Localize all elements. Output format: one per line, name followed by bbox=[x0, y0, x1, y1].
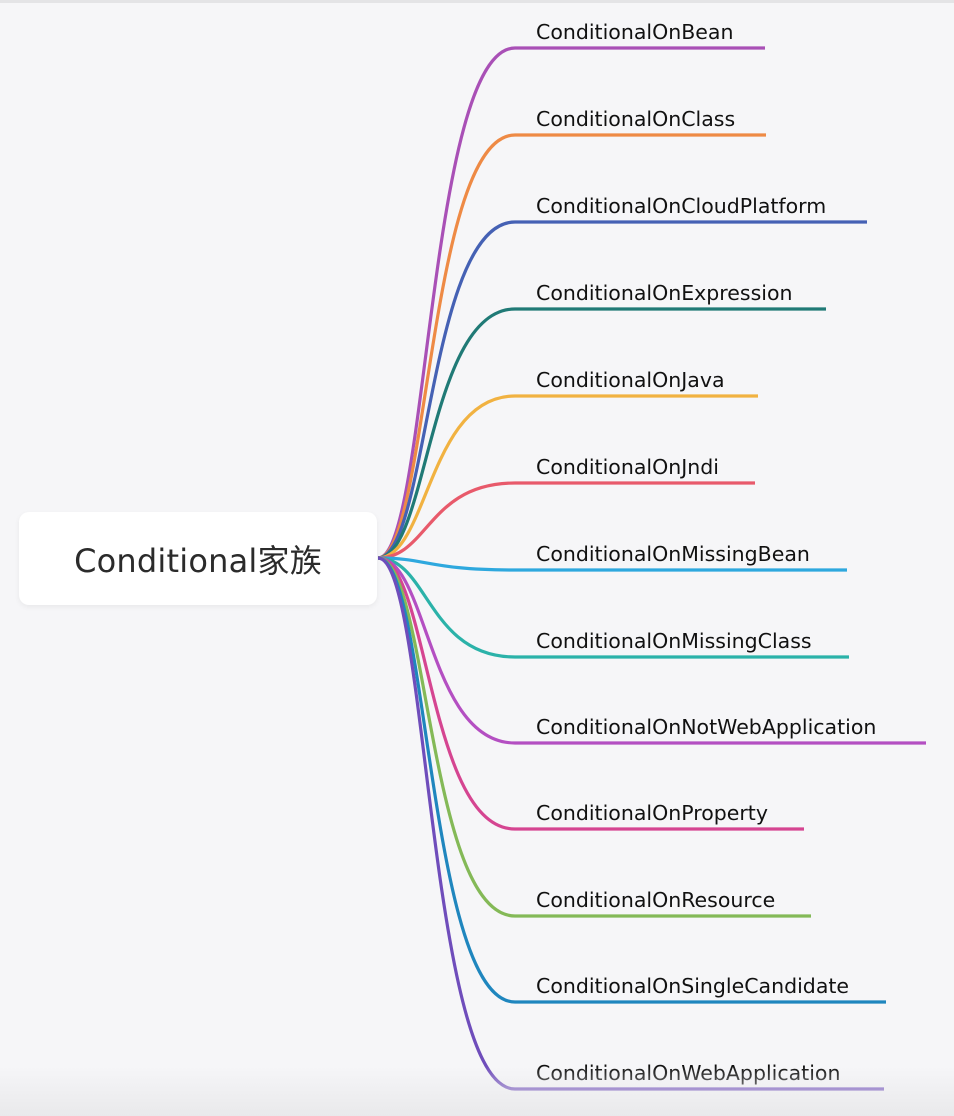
connector-line bbox=[377, 307, 826, 560]
top-edge-divider bbox=[0, 0, 954, 3]
connector-line bbox=[377, 394, 758, 560]
connector-line bbox=[377, 556, 849, 659]
child-node-conditional-on-bean[interactable]: ConditionalOnBean bbox=[536, 20, 734, 44]
child-node-conditional-on-cloud-platform[interactable]: ConditionalOnCloudPlatform bbox=[536, 194, 827, 218]
child-node-conditional-on-not-web-application[interactable]: ConditionalOnNotWebApplication bbox=[536, 715, 877, 739]
child-node-conditional-on-java[interactable]: ConditionalOnJava bbox=[536, 368, 725, 392]
root-node[interactable]: Conditional家族 bbox=[19, 512, 377, 605]
root-node-label: Conditional家族 bbox=[74, 541, 322, 580]
child-node-conditional-on-missing-bean[interactable]: ConditionalOnMissingBean bbox=[536, 542, 810, 566]
connector-line bbox=[377, 556, 811, 918]
bottom-fade bbox=[0, 1066, 954, 1116]
connector-line bbox=[377, 556, 886, 1004]
child-node-conditional-on-resource[interactable]: ConditionalOnResource bbox=[536, 888, 776, 912]
child-node-conditional-on-class[interactable]: ConditionalOnClass bbox=[536, 107, 736, 131]
connector-line bbox=[377, 556, 847, 572]
child-node-conditional-on-jndi[interactable]: ConditionalOnJndi bbox=[536, 455, 719, 479]
connector-line bbox=[377, 220, 867, 560]
connector-line bbox=[377, 133, 766, 560]
connector-line bbox=[377, 556, 804, 831]
child-node-conditional-on-single-candidate[interactable]: ConditionalOnSingleCandidate bbox=[536, 974, 850, 998]
connector-line bbox=[377, 481, 755, 560]
child-node-conditional-on-property[interactable]: ConditionalOnProperty bbox=[536, 801, 768, 825]
child-node-conditional-on-expression[interactable]: ConditionalOnExpression bbox=[536, 281, 793, 305]
connector-line bbox=[377, 46, 765, 560]
child-node-conditional-on-missing-class[interactable]: ConditionalOnMissingClass bbox=[536, 629, 812, 653]
connector-line bbox=[377, 556, 926, 745]
